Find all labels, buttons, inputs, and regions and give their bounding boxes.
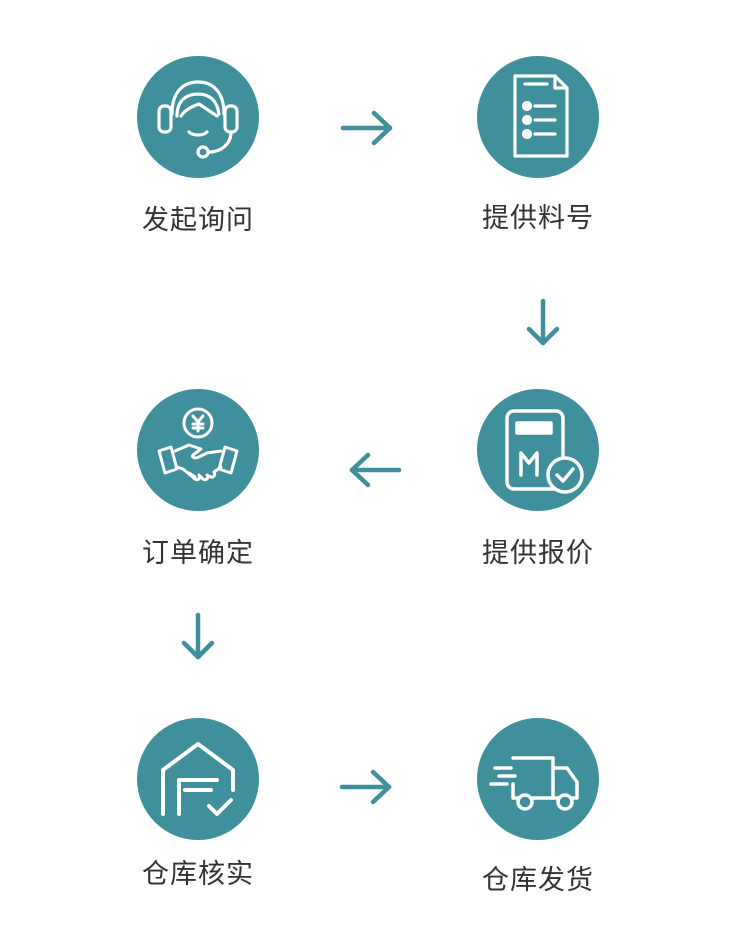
arrow-right-icon bbox=[339, 769, 395, 805]
step-icon-circle bbox=[477, 56, 599, 178]
step-label: 发起询问 bbox=[142, 205, 254, 236]
arrow-right-icon bbox=[340, 110, 396, 146]
arrow-down-icon bbox=[525, 298, 561, 348]
document-list-icon bbox=[513, 74, 569, 158]
step-label: 仓库发货 bbox=[482, 865, 594, 896]
delivery-truck-icon bbox=[489, 756, 579, 811]
step-card-warehouse-ship: 仓库发货 bbox=[443, 690, 633, 912]
step-label: 订单确定 bbox=[142, 538, 254, 569]
arrow-left-icon bbox=[346, 452, 402, 488]
step-icon-circle bbox=[137, 389, 259, 511]
step-label: 提供报价 bbox=[482, 538, 594, 569]
step-icon-circle bbox=[477, 718, 599, 840]
step-card-warehouse-verify: 仓库核实 bbox=[103, 690, 293, 912]
step-icon-circle bbox=[477, 389, 599, 511]
customer-service-headset-icon bbox=[157, 80, 239, 159]
quote-card-check-icon bbox=[505, 409, 584, 494]
warehouse-check-icon bbox=[161, 742, 235, 816]
step-icon-circle bbox=[137, 718, 259, 840]
step-label: 仓库核实 bbox=[142, 859, 254, 890]
step-card-inquiry: 发起询问 bbox=[103, 28, 293, 250]
step-card-part-number: 提供料号 bbox=[443, 28, 633, 250]
arrow-down-icon bbox=[180, 612, 216, 662]
step-card-quote: 提供报价 bbox=[443, 361, 633, 583]
step-card-order-confirm: 订单确定 bbox=[103, 361, 293, 583]
step-icon-circle bbox=[137, 56, 259, 178]
handshake-yuan-icon bbox=[157, 407, 239, 482]
step-label: 提供料号 bbox=[482, 203, 594, 234]
